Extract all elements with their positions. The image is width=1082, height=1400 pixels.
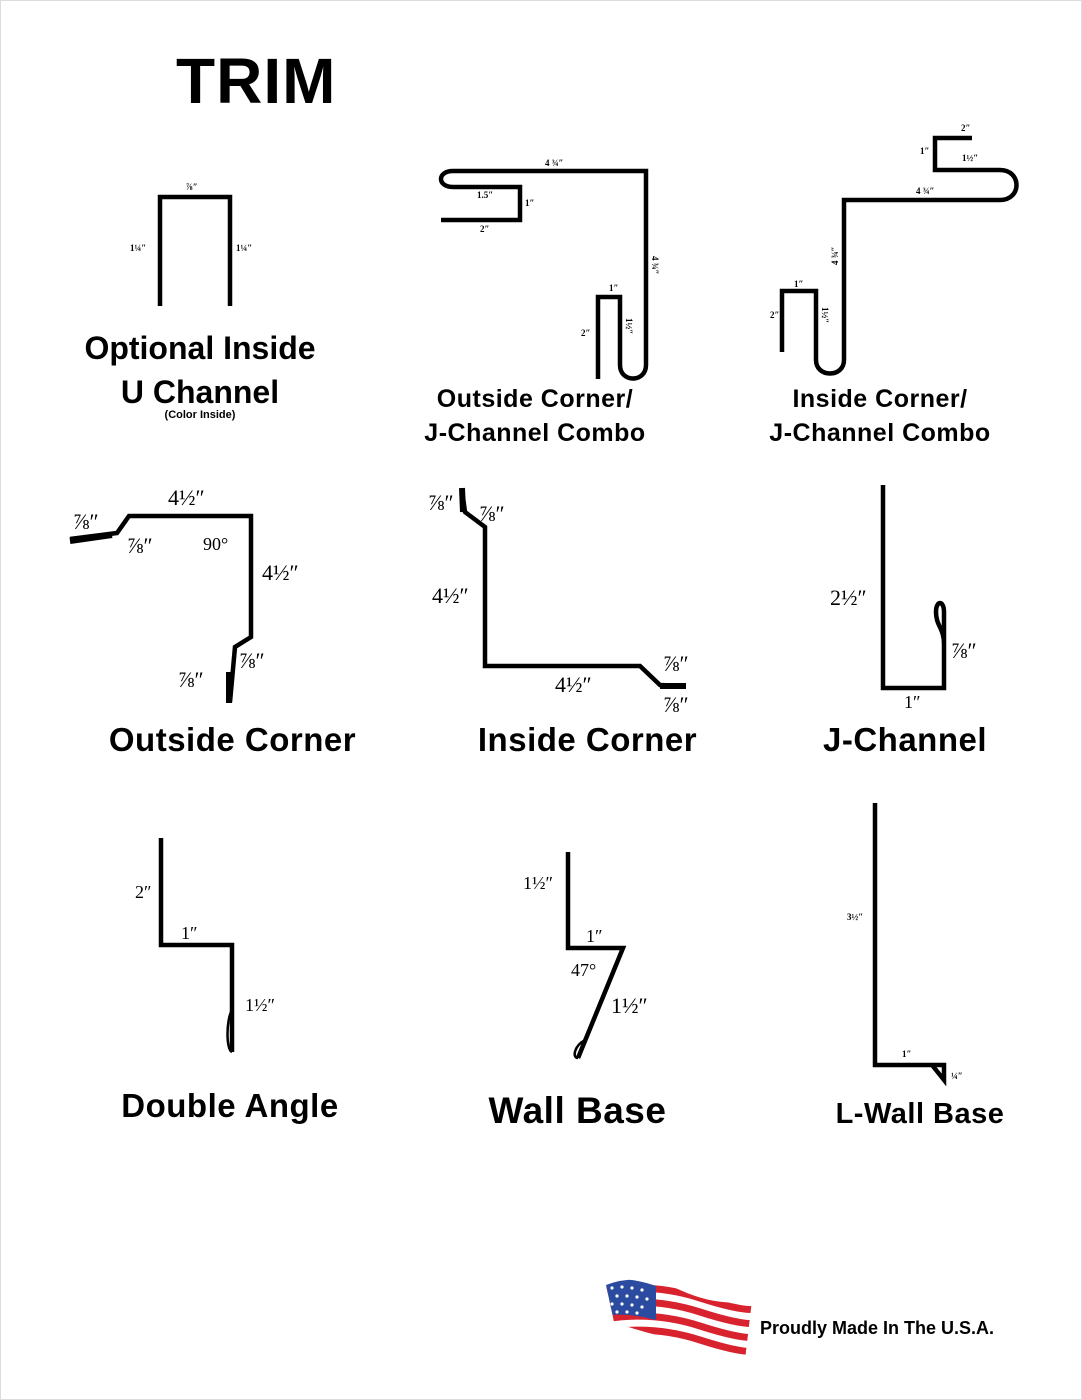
oc-dim-left-tab2: ⅞″ [127,533,153,558]
ic-dim-top-tab2: ⅞″ [479,501,505,526]
u-channel-label: Optional Inside U Channel [60,326,340,414]
wb-dim-angle: 47° [571,960,596,980]
wb-dim-slope: 1½″ [611,993,648,1018]
ic-j-label-line2: J-Channel Combo [769,419,991,447]
l-wall-base-profile: 3½″ 1″ ¼″ [847,803,963,1087]
ic-j-label-line1: Inside Corner/ [792,385,968,413]
oc-j-dim-hook-side: 1″ [525,198,535,208]
ic-dim-right-tab: ⅞″ [663,651,689,676]
u-channel-dim-right: 1¼″ [236,243,252,253]
outside-corner-profile: ⅞″ ⅞″ 4½″ 90° 4½″ ⅞″ ⅞″ [69,485,299,703]
jc-dim-bottom: 1″ [904,692,921,712]
ic-j-dim-j-top: 1″ [794,279,804,289]
outside-corner-j-combo-label: Outside Corner/ J-Channel Combo [395,382,675,450]
us-flag-icon [606,1279,752,1360]
lwb-dim-height: 3½″ [847,912,863,922]
oc-j-dim-j-top: 1″ [609,283,619,293]
l-wall-base-label: L-Wall Base [835,1098,1005,1130]
ic-dim-right-tab2: ⅞″ [663,692,689,717]
ic-j-dim-j-right: 1½″ [820,307,830,323]
page-title: TRIM [176,45,337,117]
ic-j-dim-hook-inner: 1½″ [962,153,978,163]
ic-dim-bottom: 4½″ [555,672,592,697]
oc-dim-top: 4½″ [168,485,205,510]
oc-j-dim-hook-bottom: 2″ [480,224,490,234]
oc-dim-angle: 90° [203,534,228,554]
ic-j-dim-hook-top: 2″ [961,123,971,133]
oc-j-dim-j-right: 1½″ [624,318,634,334]
u-channel-dim-top: ⅞″ [186,182,198,192]
u-channel-note: (Color Inside) [164,409,236,421]
u-channel-profile: ⅞″ 1¼″ 1¼″ [130,182,252,306]
u-channel-dim-left: 1¼″ [130,243,146,253]
ic-j-dim-j-left: 2″ [770,310,780,320]
jc-dim-return: ⅞″ [951,638,977,663]
lwb-dim-hem: ¼″ [951,1071,963,1081]
wb-dim-middle: 1″ [586,926,603,946]
j-channel-profile: 2½″ ⅞″ 1″ [830,485,977,712]
da-dim-top: 2″ [135,882,152,902]
double-angle-profile: 2″ 1″ 1½″ [135,838,275,1054]
oc-dim-left-tab: ⅞″ [73,509,99,534]
wall-base-label: Wall Base [488,1090,667,1131]
u-channel-label-line2: U Channel [120,374,280,410]
inside-corner-profile: ⅞″ ⅞″ 4½″ 4½″ ⅞″ ⅞″ [428,487,689,717]
da-dim-bottom: 1½″ [245,995,275,1015]
oc-j-label-line2: J-Channel Combo [424,419,646,447]
wall-base-profile: 1½″ 1″ 47° 1½″ [523,852,648,1060]
u-channel-label-line1: Optional Inside [84,330,316,366]
da-dim-middle: 1″ [181,923,198,943]
j-channel-label: J-Channel [822,721,988,758]
inside-corner-j-combo-label: Inside Corner/ J-Channel Combo [745,382,1015,450]
oc-j-dim-side: 4 ¾″ [650,256,660,275]
outside-corner-j-combo-profile: 4 ¾″ 1.5″ 1″ 2″ 4 ¾″ 1″ 2″ 1½″ [438,158,660,381]
oc-j-dim-hook-top: 1.5″ [477,190,493,200]
outside-corner-label: Outside Corner [108,721,357,758]
ic-dim-top-tab: ⅞″ [428,490,454,515]
oc-dim-bottom-tab2: ⅞″ [239,648,265,673]
lwb-dim-foot: 1″ [902,1049,912,1059]
oc-j-dim-top: 4 ¾″ [545,158,564,168]
oc-j-label-line1: Outside Corner/ [436,385,634,413]
oc-dim-right: 4½″ [262,560,299,585]
made-in-usa-text: Proudly Made In The U.S.A. [760,1318,995,1338]
jc-dim-back: 2½″ [830,585,867,610]
inside-corner-label: Inside Corner [477,721,698,758]
oc-dim-bottom-tab: ⅞″ [178,667,204,692]
ic-dim-left: 4½″ [432,583,469,608]
ic-j-dim-hook-left: 1″ [920,146,930,156]
wb-dim-top: 1½″ [523,873,553,893]
ic-j-dim-top: 4 ¾″ [916,186,935,196]
oc-j-dim-j-left: 2″ [581,328,591,338]
ic-j-dim-side: 4 ¾″ [830,247,840,266]
double-angle-label: Double Angle [121,1087,339,1124]
inside-corner-j-combo-profile: 2″ 1″ 1½″ 4 ¾″ 4 ¾″ 1″ 2″ 1½″ [770,123,1019,376]
